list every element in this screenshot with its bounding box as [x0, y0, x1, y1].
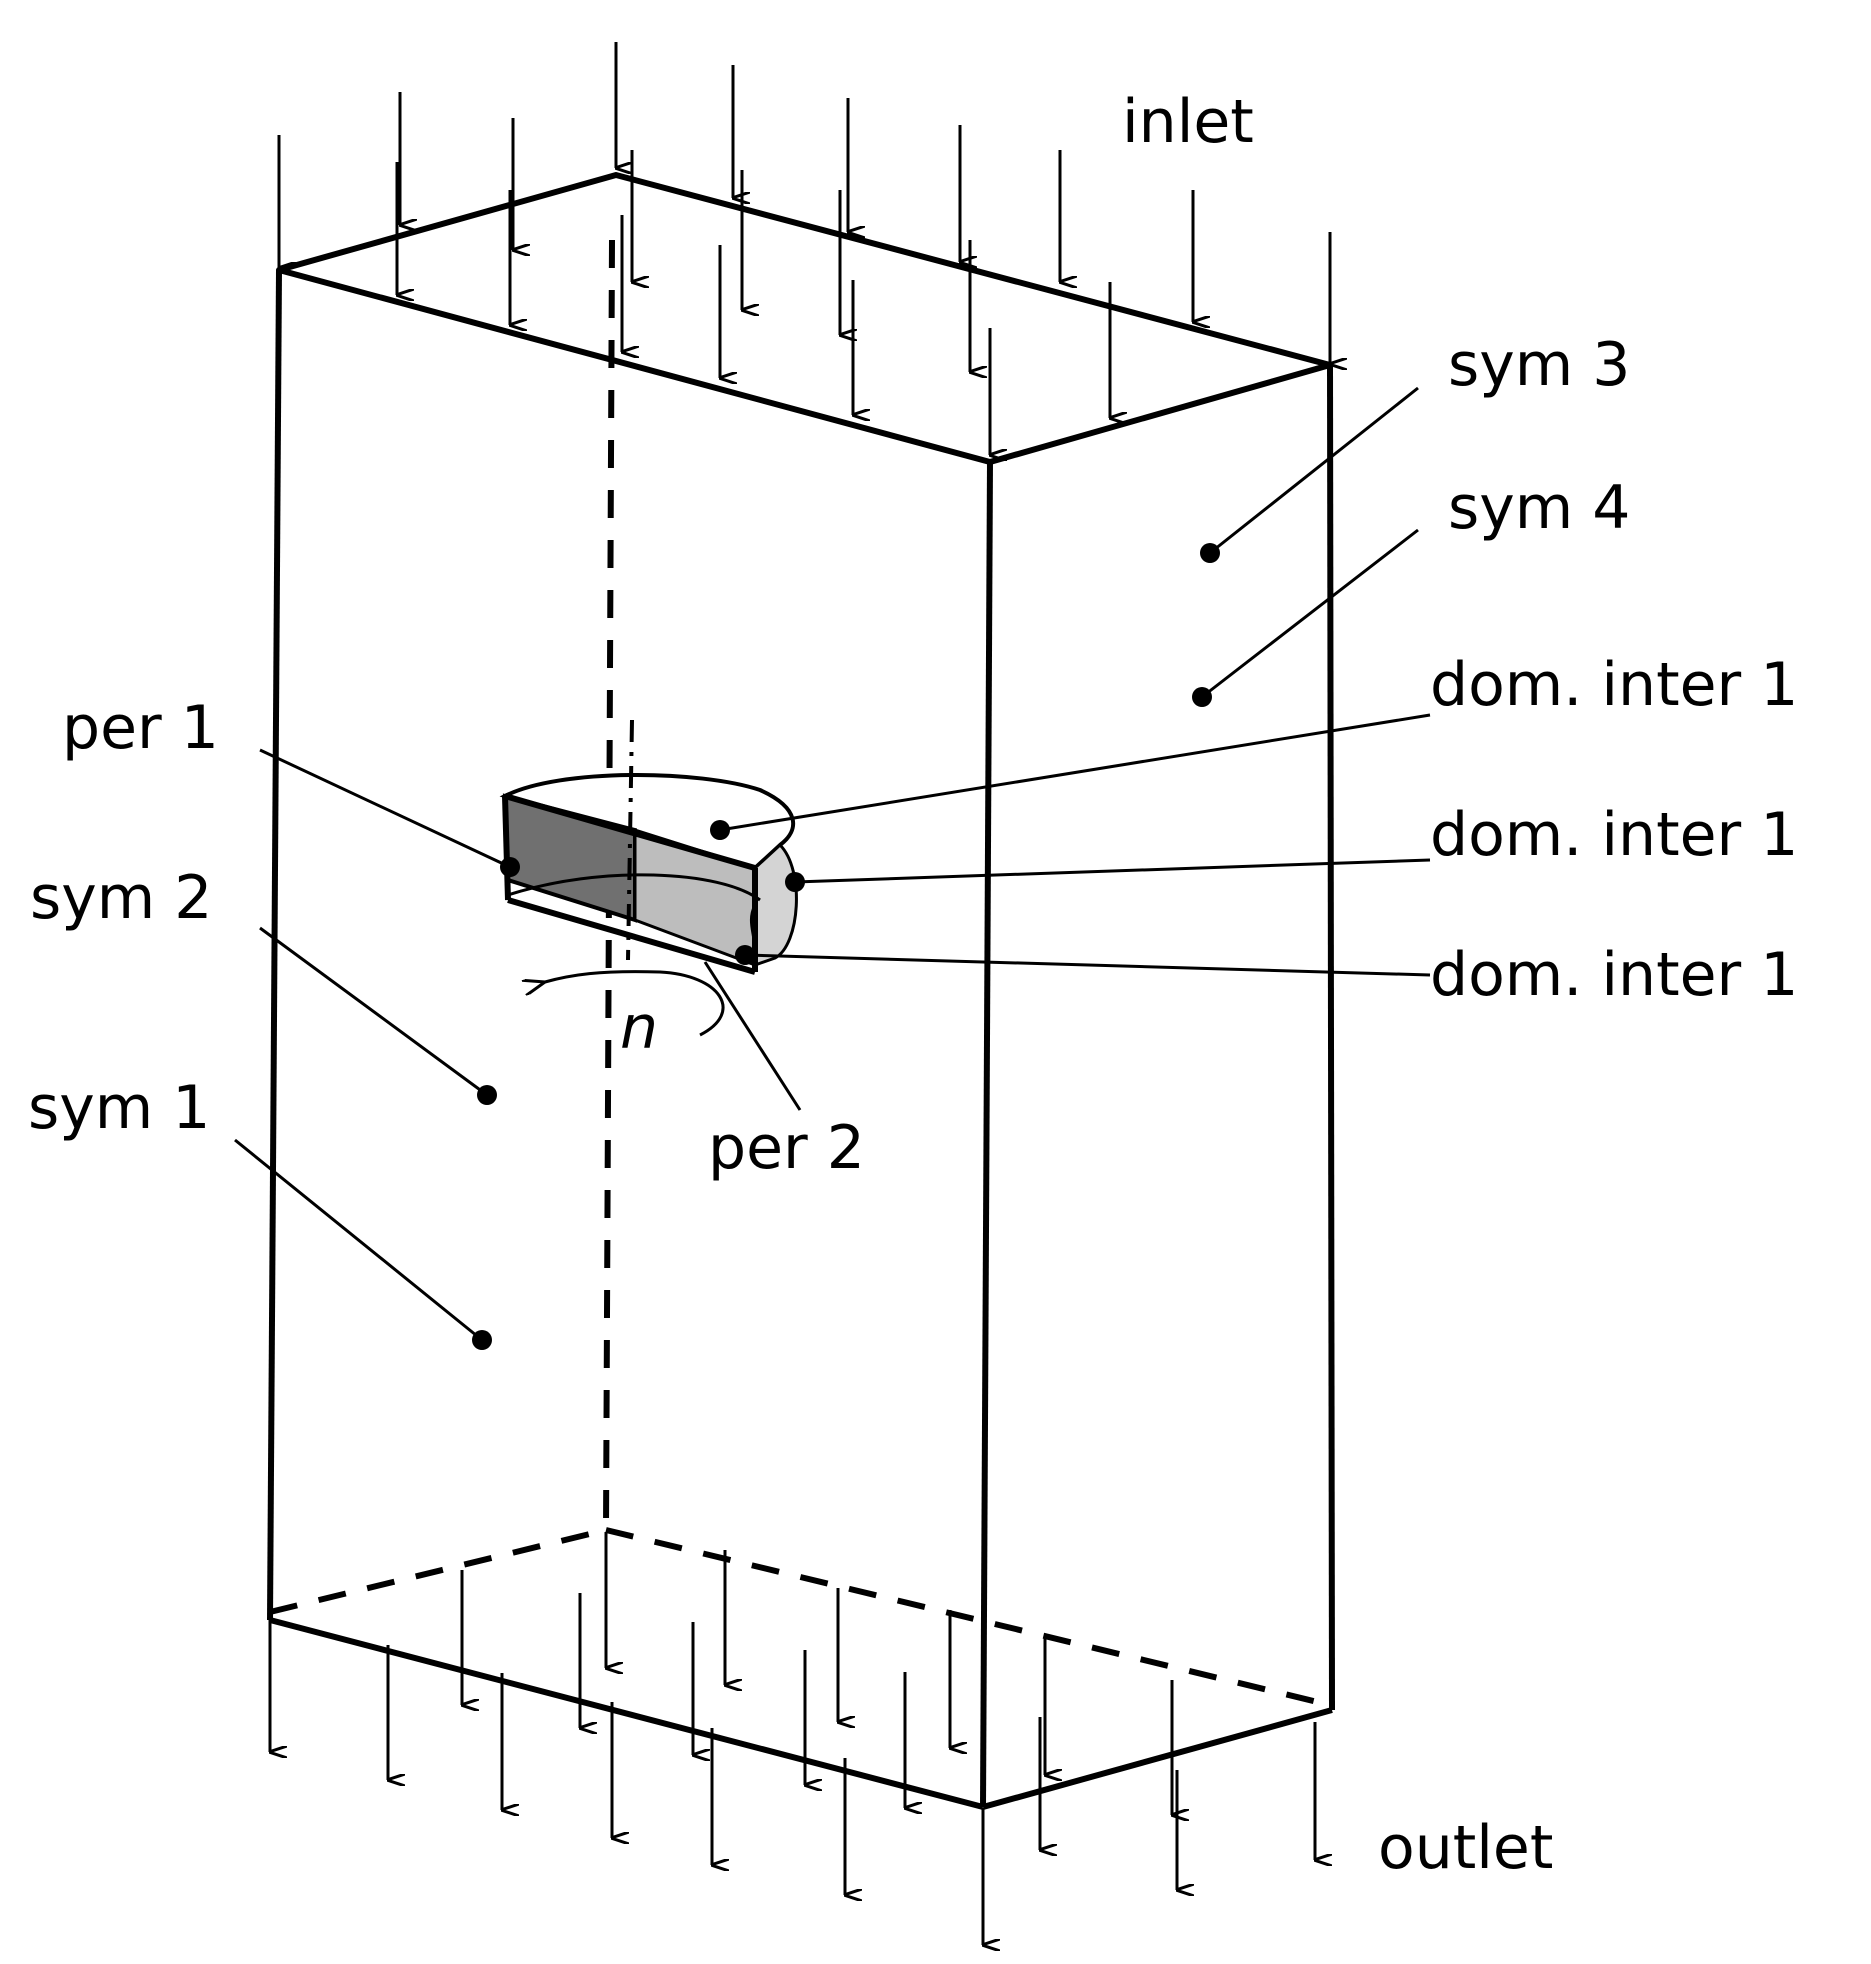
- dot-dom-inter-c: [735, 945, 755, 965]
- blade-curved-side: [753, 842, 798, 968]
- leader-sym2: [259, 926, 488, 1097]
- front-left-vertical-edge: [267, 269, 282, 1621]
- label-dom-inter-c: dom. inter 1: [1430, 940, 1798, 1010]
- dot-sym1: [472, 1330, 492, 1350]
- label-sym4: sym 4: [1448, 473, 1630, 543]
- bottom-front-left-edge: [269, 1617, 984, 1810]
- inlet-flow-arrows: [277, 42, 1330, 455]
- dot-sym4: [1192, 687, 1212, 707]
- hidden-edges: [269, 239, 1331, 1708]
- leader-dom-inter-c: [744, 953, 1431, 977]
- label-outlet: outlet: [1378, 1813, 1553, 1883]
- label-sym2: sym 2: [30, 863, 212, 933]
- outlet-flow-arrows: [268, 1532, 1315, 1945]
- dot-sym3: [1200, 543, 1220, 563]
- label-dom-inter-a: dom. inter 1: [1430, 650, 1798, 720]
- leader-sym1: [234, 1138, 483, 1342]
- leader-dom-inter-b: [794, 858, 1431, 884]
- label-sym1: sym 1: [28, 1073, 210, 1143]
- domain-box: [267, 172, 1335, 1810]
- dot-sym2: [477, 1085, 497, 1105]
- rotation-arrow: [545, 970, 725, 1037]
- label-per1: per 1: [62, 693, 219, 763]
- bottom-front-right-edge: [982, 1707, 1333, 1810]
- blade-top-face: [499, 772, 796, 871]
- blade-inner-arc: [507, 873, 761, 902]
- blade-axis-dashdot: [626, 719, 634, 961]
- rotation-axis-line: [603, 239, 615, 1531]
- label-rotation-n: n: [620, 993, 658, 1063]
- dot-dom-inter-a: [710, 820, 730, 840]
- rotation-indicator: [545, 970, 725, 1037]
- labels: inlet sym 3 sym 4 dom. inter 1 dom. inte…: [28, 87, 1798, 1883]
- top-face: [276, 172, 1333, 465]
- blade-front-bottom-edge: [507, 897, 756, 975]
- label-sym3: sym 3: [1448, 330, 1630, 400]
- bottom-back-right-edge: [605, 1527, 1331, 1708]
- leader-dom-inter-a: [719, 713, 1431, 832]
- leader-per2: [703, 961, 802, 1111]
- dot-per1: [500, 857, 520, 877]
- leader-sym3: [1209, 386, 1419, 555]
- blade-left-edge: [502, 795, 511, 901]
- leader-sym4: [1201, 528, 1419, 699]
- leader-lines: [234, 386, 1431, 1342]
- blade-segment: [499, 719, 798, 975]
- back-right-vertical-edge: [1327, 364, 1335, 1711]
- label-dom-inter-b: dom. inter 1: [1430, 800, 1798, 870]
- label-per2: per 2: [708, 1113, 865, 1183]
- leader-dots: [472, 543, 1220, 1350]
- dot-dom-inter-b: [785, 872, 805, 892]
- label-inlet: inlet: [1122, 87, 1254, 157]
- leader-per1: [259, 748, 511, 869]
- bottom-back-left-edge: [269, 1527, 607, 1615]
- front-middle-vertical-edge: [980, 461, 993, 1808]
